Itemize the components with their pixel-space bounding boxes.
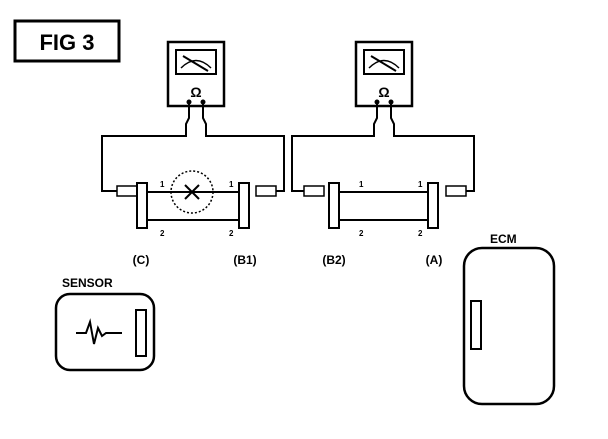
ohm-symbol-right: Ω (378, 84, 389, 100)
pin-label: 2 (229, 229, 234, 238)
probe-leads-left (101, 102, 285, 192)
connector-b1-label: (B1) (233, 253, 256, 267)
pin-label: 1 (359, 180, 364, 189)
sensor-waveform-icon (76, 318, 122, 345)
ecm-connector (470, 300, 482, 350)
connector-b2 (328, 182, 340, 229)
ohmmeter-left: Ω (166, 40, 226, 108)
sensor-component: SENSOR (54, 276, 156, 372)
connector-c-label: (C) (133, 253, 150, 267)
ecm-component: ECM (462, 232, 556, 406)
pin-label: 1 (418, 180, 423, 189)
pin-label: 1 (160, 180, 165, 189)
pin-label: 2 (359, 229, 364, 238)
meter-display-left (175, 49, 217, 75)
meter-needle-left (182, 55, 209, 72)
connector-a-label: (A) (426, 253, 443, 267)
harness-b2-a: 1 1 2 2 (B2) (A) (303, 180, 467, 267)
harness-c-b1: 1 1 2 2 (C) (B1) (116, 170, 277, 267)
figure-title-box: FIG 3 (13, 19, 121, 63)
sensor-label: SENSOR (62, 276, 113, 290)
ohmmeter-right: Ω (354, 40, 414, 108)
sensor-connector (135, 309, 147, 357)
pin-label: 1 (229, 180, 234, 189)
pin-label: 2 (418, 229, 423, 238)
probe-tip (303, 185, 325, 197)
connector-a (427, 182, 439, 229)
figure-title: FIG 3 (39, 30, 94, 55)
open-circuit-circle (170, 170, 214, 214)
probe-tip (445, 185, 467, 197)
probe-tip (255, 185, 277, 197)
meter-needle-right (370, 55, 397, 72)
connector-b1 (238, 182, 250, 229)
ohm-symbol-left: Ω (190, 84, 201, 100)
connector-b2-label: (B2) (322, 253, 345, 267)
meter-display-right (363, 49, 405, 75)
pin-label: 2 (160, 229, 165, 238)
ecm-label: ECM (490, 232, 517, 246)
probe-leads-right (291, 102, 475, 192)
connector-c (136, 182, 148, 229)
probe-tip (116, 185, 138, 197)
